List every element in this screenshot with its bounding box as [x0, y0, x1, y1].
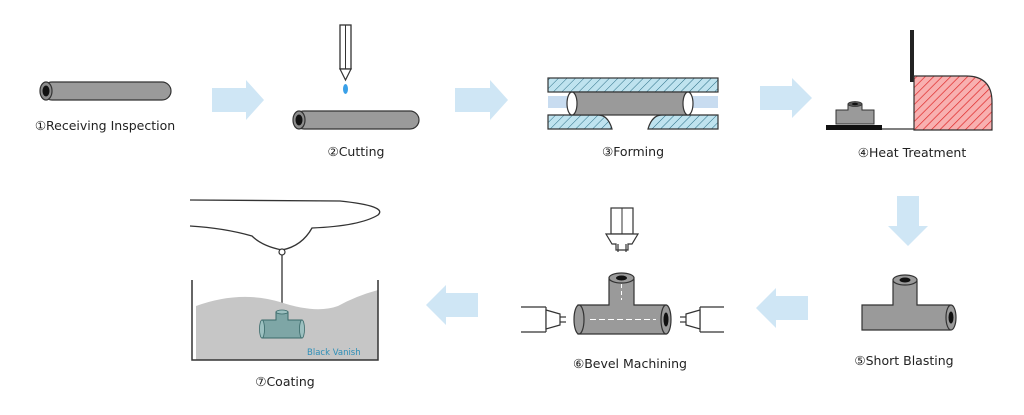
receiving-pipe-icon: [39, 81, 172, 101]
step-label-short-blasting: ⑤Short Blasting: [854, 353, 953, 368]
coating-tank-label: Black Vanish: [307, 348, 361, 358]
step-label-bevel-machining: ⑥Bevel Machining: [573, 356, 687, 371]
forming-die-icon: [547, 77, 719, 130]
cutting-torch-icon: [339, 24, 352, 94]
bevel-machining-tee-icon: [573, 272, 672, 335]
flow-arrow-4: [756, 288, 808, 328]
flow-arrow-3: [760, 78, 812, 118]
flow-arrow-down: [888, 196, 928, 246]
cutting-pipe-icon: [292, 110, 420, 130]
coating-hanger-icon: [189, 199, 381, 312]
bevel-right-tool-icon: [680, 306, 724, 333]
bevel-left-tool-icon: [521, 306, 566, 333]
step-label-forming: ③Forming: [602, 144, 664, 159]
step-label-coating: ⑦Coating: [255, 374, 314, 389]
short-blasting-tee-icon: [861, 274, 957, 331]
step-label-cutting: ②Cutting: [328, 144, 385, 159]
flow-arrow-5: [426, 285, 478, 325]
bevel-top-tool-icon: [604, 207, 640, 252]
heat-treatment-furnace-icon: [826, 30, 993, 131]
flow-arrow-1: [212, 80, 264, 120]
step-label-receiving-inspection: ①Receiving Inspection: [35, 118, 175, 133]
step-label-heat-treatment: ④Heat Treatment: [858, 145, 967, 160]
coating-tee-icon: [259, 309, 305, 339]
flow-arrow-2: [455, 80, 508, 120]
